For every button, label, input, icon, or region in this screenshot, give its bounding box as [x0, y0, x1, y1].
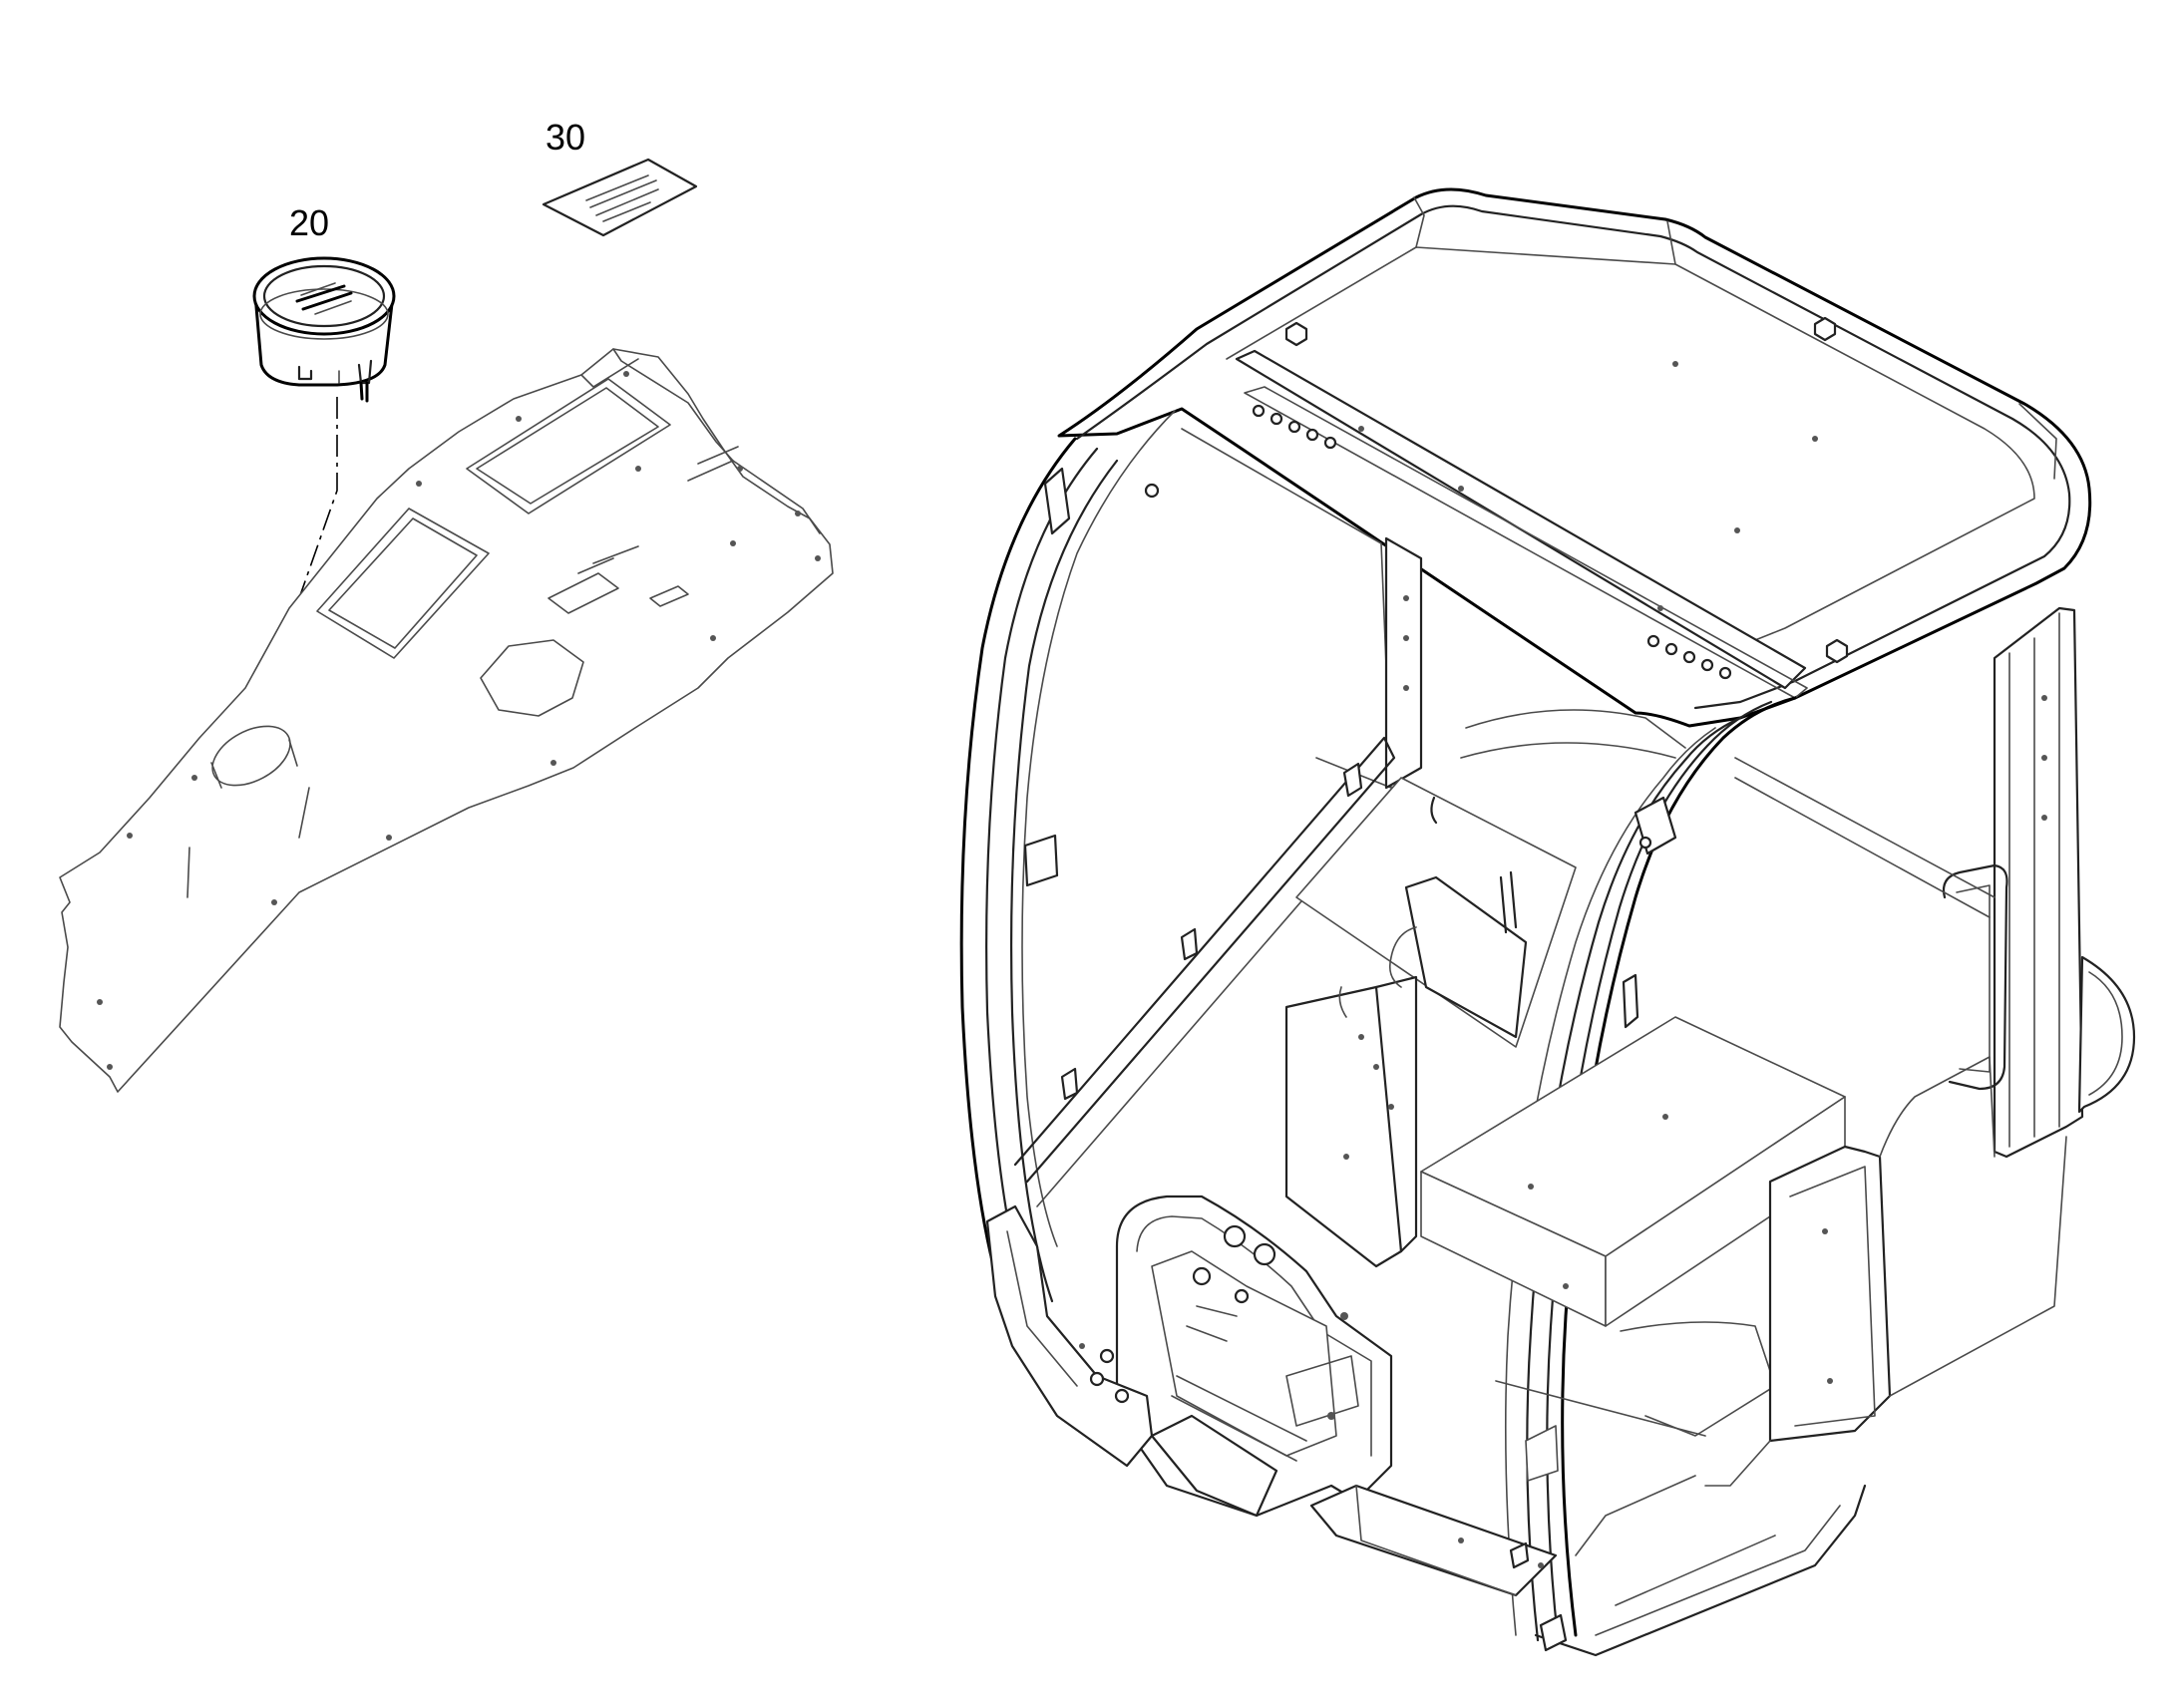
round-gauge-icon [252, 256, 396, 403]
dashboard-console-panel [59, 348, 834, 1093]
callout-20-label: 20 [289, 202, 330, 243]
assembly-centerline [248, 397, 338, 754]
callout-30-label: 30 [545, 117, 586, 158]
decal-label-icon [542, 158, 698, 237]
operator-cab-frame [959, 187, 2136, 1657]
